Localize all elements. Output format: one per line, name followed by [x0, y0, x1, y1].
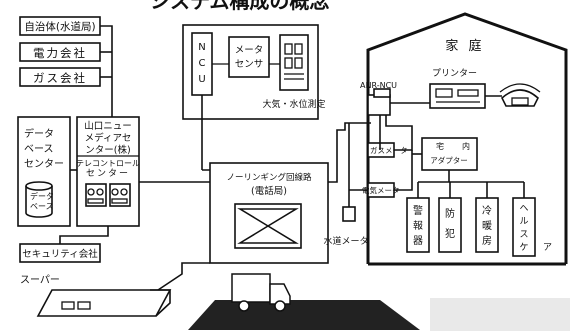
- health-char-5: ア: [543, 243, 552, 253]
- security-company-box: セキュリティ会社: [19, 243, 101, 263]
- meter-sensor-line-1: メータ: [235, 45, 264, 56]
- printer-label: プリンター: [432, 68, 477, 79]
- ncu-letter-c: C: [199, 58, 206, 69]
- gas-company-box: ガス会社: [19, 67, 101, 87]
- delivery-truck-icon: [188, 273, 420, 330]
- anr-ncu-box: [367, 88, 391, 116]
- house-title: 家 庭: [445, 38, 484, 54]
- telephone-icon: [499, 83, 541, 107]
- home-adapter-line-3: アダプター: [430, 155, 468, 165]
- yamaguchi-line-1: 山口ニュー: [84, 121, 132, 132]
- yamaguchi-center-box: 山口ニュー メディアセ ンター(株) テレコントロール センター: [76, 116, 140, 227]
- hvac-char-3: 房: [482, 234, 492, 247]
- alarm-char-3: 器: [413, 235, 423, 247]
- database-label-line-1: データ: [30, 191, 54, 201]
- local-gov-label: 自治体(水道局): [24, 20, 95, 33]
- measurement-unit: N C U メータ センサ 大気・水位測定: [182, 24, 326, 120]
- crossbar-switch-icon: [234, 203, 302, 249]
- health-char-4: ケ: [519, 242, 528, 253]
- gas-company-label: ガス会社: [33, 71, 87, 85]
- security-company-label: セキュリティ会社: [22, 248, 98, 260]
- appliance-alarm: 警 報 器: [406, 197, 430, 253]
- sensor-device-icon: [279, 34, 309, 91]
- power-company-label: 電力会社: [33, 46, 87, 60]
- ncu-letter-u: U: [198, 74, 205, 85]
- hvac-char-1: 冷: [482, 204, 492, 217]
- hvac-char-2: 暖: [482, 219, 492, 232]
- database-center-line-3: センター: [24, 158, 64, 170]
- appliance-hvac: 冷 暖 房: [475, 197, 499, 253]
- appliance-healthcare: ヘ ル ス ケ: [512, 197, 536, 257]
- supermarket-building-icon: [36, 289, 172, 317]
- appliance-security: 防 犯: [438, 197, 462, 253]
- ncu-letter-n: N: [198, 42, 205, 53]
- gas-meter-label: ガスメータ: [370, 145, 408, 155]
- server-unit-icon: [85, 183, 131, 207]
- water-meter-label: 水道メータ: [323, 235, 368, 247]
- switch-label-line-2: (電話局): [251, 185, 287, 197]
- security-char-2: 犯: [445, 228, 455, 240]
- yamaguchi-line-3: ンター(株): [85, 144, 130, 156]
- switch-box: ノーリンギング回線路 (電話局): [209, 162, 329, 264]
- electric-meter-label: 電気メータ: [362, 185, 400, 195]
- home-adapter-box: 宅 内 アダプター: [421, 137, 478, 171]
- database-center-box: データ ベース センター データ ベース: [17, 116, 71, 227]
- database-cylinder-icon: [25, 181, 53, 218]
- health-char-1: ヘ: [519, 204, 528, 214]
- supermarket-label: スーパー: [20, 274, 60, 286]
- database-label-line-2: ベース: [30, 202, 54, 211]
- security-char-1: 防: [445, 207, 455, 220]
- yamaguchi-line-4: テレコントロール: [76, 159, 140, 168]
- database-center-line-2: ベース: [24, 143, 54, 155]
- local-gov-box: 自治体(水道局): [19, 16, 101, 36]
- printer-icon: [429, 83, 486, 109]
- header-fragment: システム構成の概念: [150, 0, 329, 13]
- yamaguchi-line-2: メディアセ: [85, 132, 132, 144]
- home-adapter-line-1: 宅: [436, 141, 444, 151]
- alarm-char-1: 警: [413, 204, 423, 217]
- health-char-3: ス: [519, 230, 528, 240]
- background-shading: [430, 298, 570, 331]
- home-adapter-line-2: 内: [462, 141, 470, 151]
- gas-meter-box: ガスメータ: [367, 142, 408, 158]
- water-meter: 水道メータ: [323, 206, 369, 247]
- yamaguchi-line-5: センター: [86, 168, 130, 179]
- database-center-line-1: データ: [24, 127, 54, 140]
- power-company-box: 電力会社: [19, 42, 101, 62]
- house: 家 庭: [366, 12, 568, 266]
- meter-sensor-line-2: センサ: [235, 59, 264, 70]
- health-char-2: ル: [519, 217, 528, 227]
- anr-ncu-label: ANR-NCU: [360, 81, 397, 90]
- switch-label-line-1: ノーリンギング回線路: [226, 172, 312, 183]
- measurement-caption: 大気・水位測定: [262, 98, 325, 110]
- alarm-char-2: 報: [413, 220, 423, 232]
